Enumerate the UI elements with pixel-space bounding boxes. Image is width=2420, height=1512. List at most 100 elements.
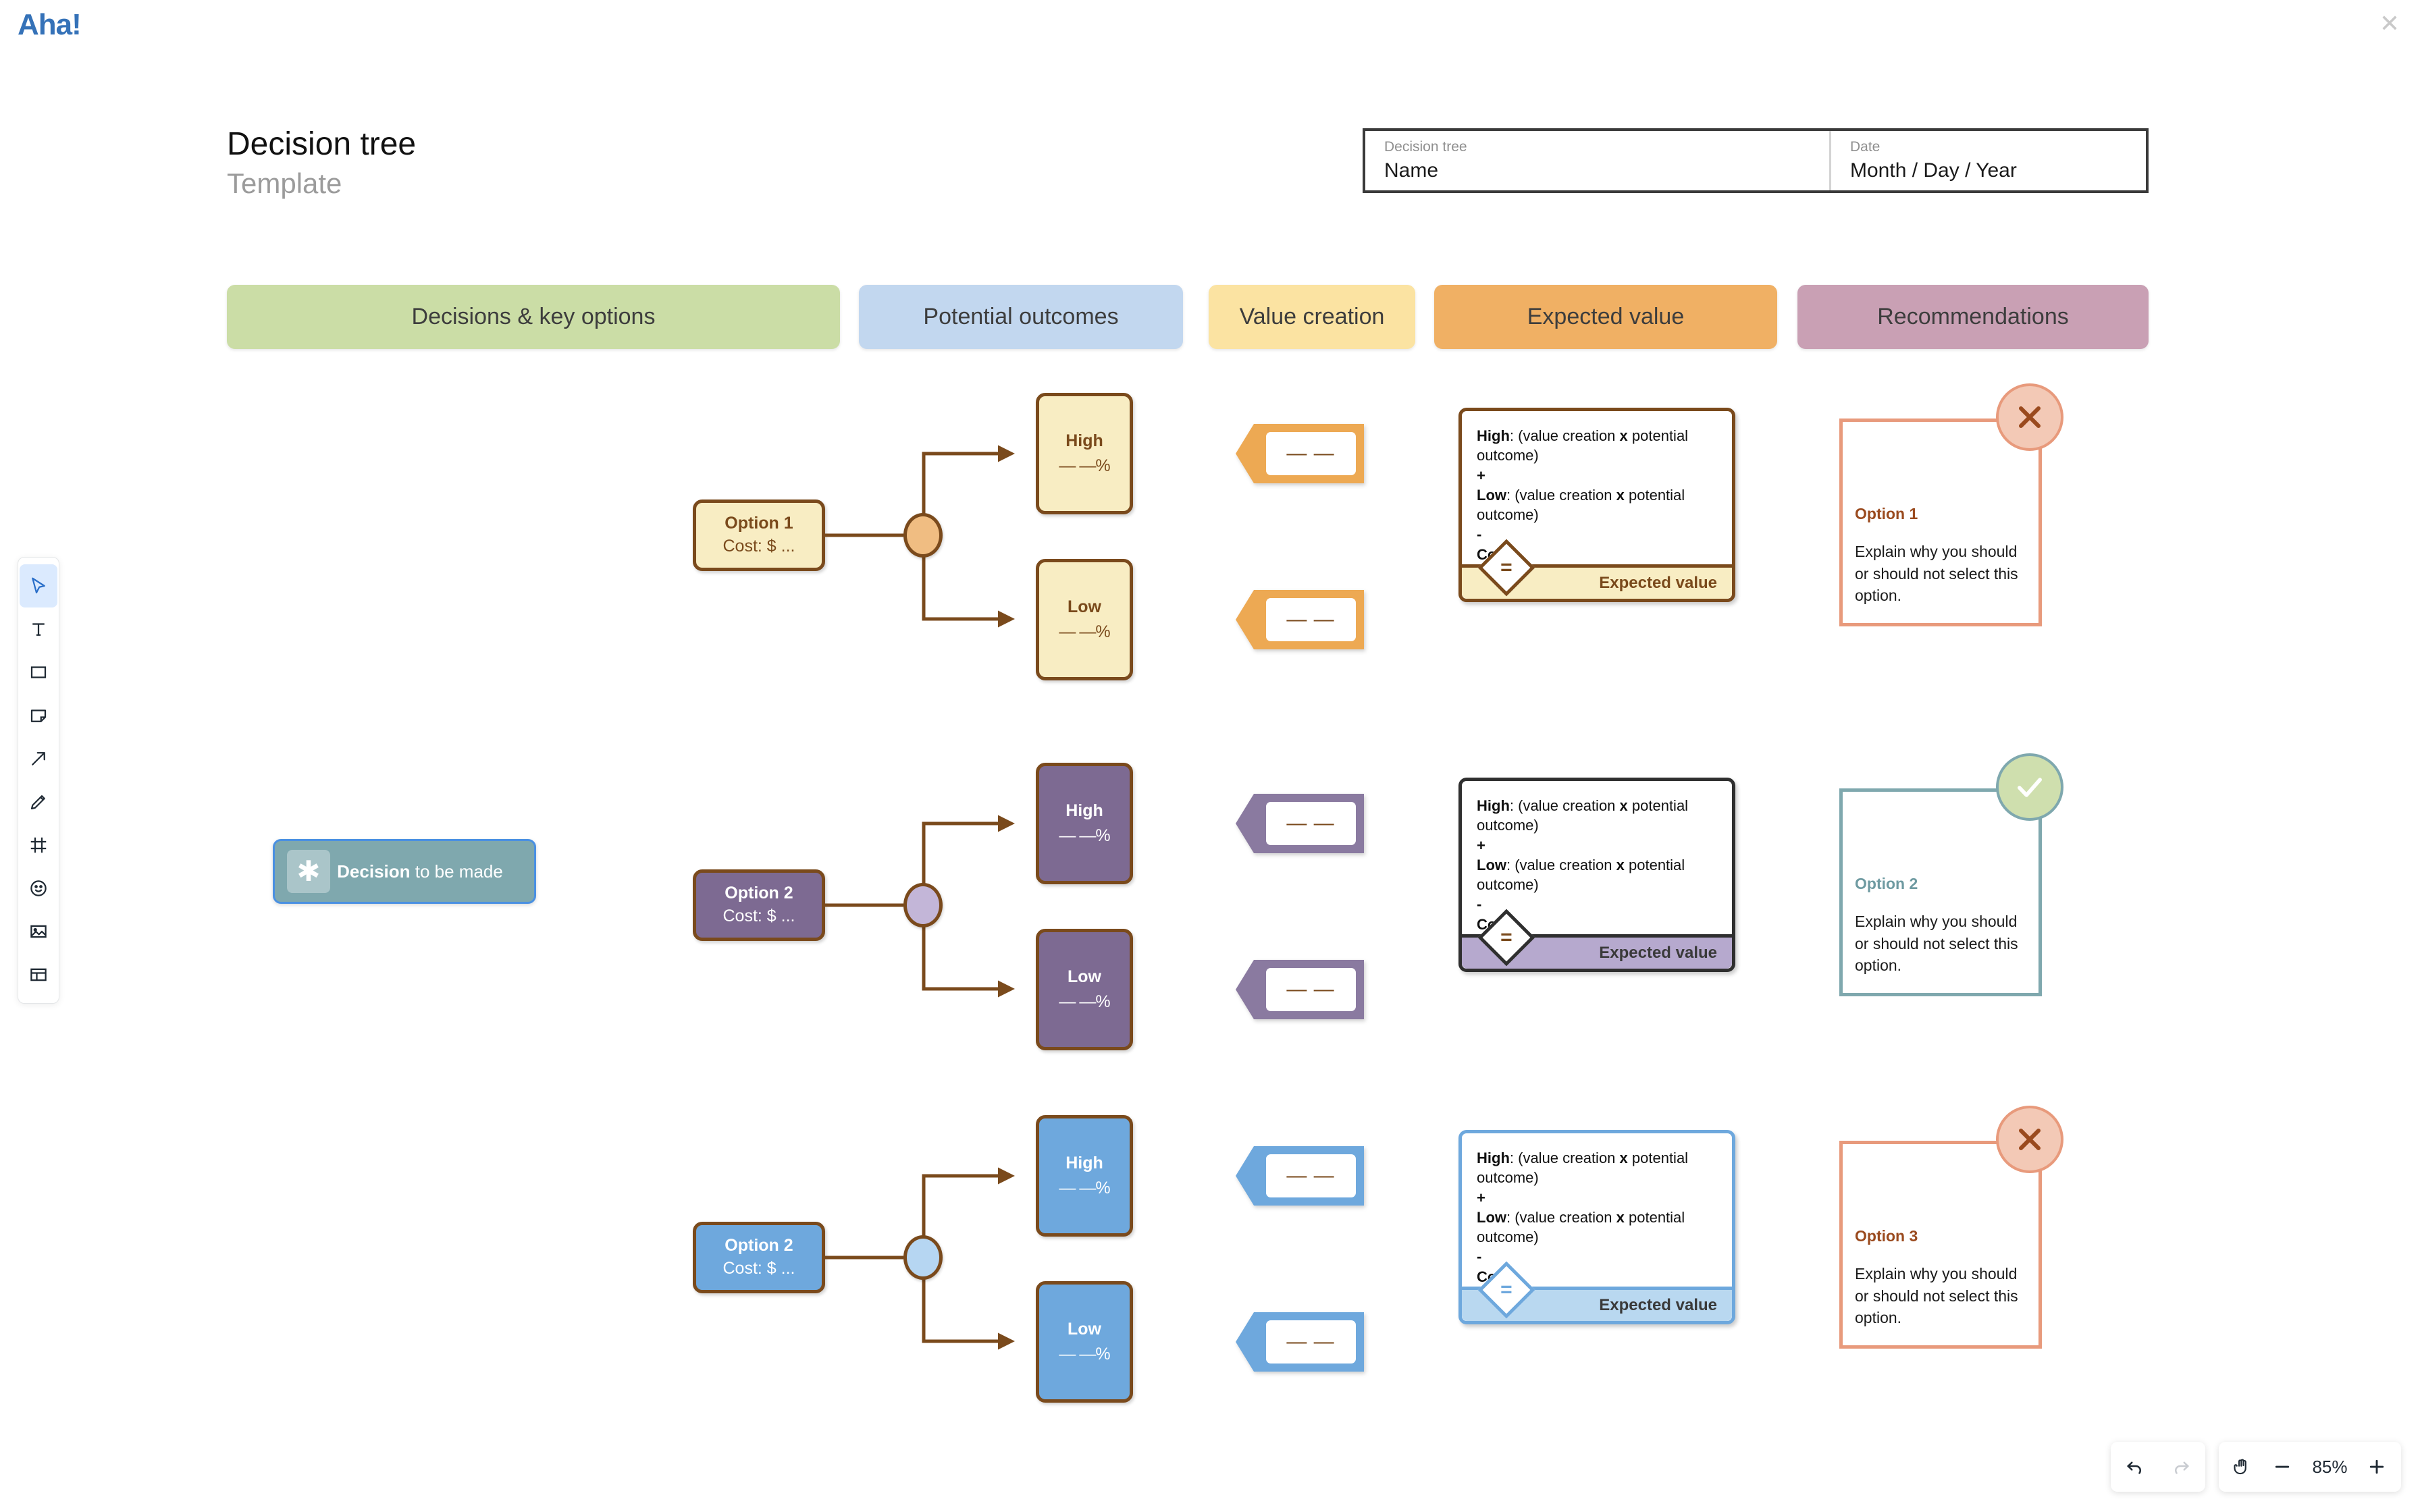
info-name-value: Name [1384,159,1439,182]
hand-icon[interactable] [2232,1457,2253,1477]
aha-logo: Aha! [18,8,82,41]
arrow-inner [1263,595,1359,645]
formula-minus: - [1477,1248,1482,1266]
expected-value-label: Expected value [1599,573,1717,592]
column-header-label: Recommendations [1877,304,2069,329]
branch-connectors [824,1167,1015,1350]
x-icon[interactable] [1996,383,2063,451]
outcome-box-low[interactable]: Low — —% [1036,559,1133,680]
column-header-0[interactable]: Decisions & key options [227,285,840,349]
option-cost: Cost: $ ... [722,907,795,925]
outcome-value: — —% [1059,1179,1110,1197]
x-icon[interactable] [1996,1106,2063,1173]
outcome-box-high[interactable]: High— —% [1036,393,1133,514]
expected-value-card[interactable]: High: (value creation x potential outcom… [1458,408,1735,602]
formula-high: High: (value creation x potential outcom… [1477,427,1689,464]
outcome-box-high[interactable]: High— —% [1036,763,1133,884]
option-box[interactable]: Option 2 Cost: $ ... [693,1222,825,1293]
value-creation-arrow[interactable]: — — [1236,1312,1364,1372]
smiley-tool[interactable] [20,867,57,910]
option-title: Option 2 [725,884,793,903]
chance-node[interactable] [903,883,943,927]
formula-low: Low: (value creation x potential outcome… [1477,1208,1685,1245]
arrow-inner [1263,1317,1359,1367]
branch-connectors [824,815,1015,998]
outcome-box-high[interactable]: High— —% [1036,1115,1133,1237]
outcome-label: Low [1068,967,1101,986]
value-creation-arrow[interactable]: — — [1236,794,1364,853]
decision-chip-rest: to be made [410,861,503,882]
outcome-box-low[interactable]: Low— —% [1036,1281,1133,1403]
value-creation-value: — — [1286,1330,1335,1353]
undo-redo-group [2111,1442,2205,1492]
info-name-cell[interactable]: Decision tree Name [1365,131,1831,190]
sticky-note-tool[interactable] [20,694,57,737]
formula-low: Low: (value creation x potential outcome… [1477,486,1685,523]
formula-minus: - [1477,896,1482,913]
formula-plus: + [1477,1189,1485,1206]
column-header-label: Potential outcomes [923,304,1119,329]
asterisk-icon: ✱ [287,850,330,893]
text-tool[interactable] [20,608,57,651]
option-box[interactable]: Option 2 Cost: $ ... [693,869,825,941]
outcome-box-low[interactable]: Low— —% [1036,929,1133,1050]
zoom-out-icon[interactable] [2272,1457,2292,1477]
decision-chip-label: Decision to be made [330,861,522,882]
expected-value-footer: =Expected value [1462,909,1732,969]
value-creation-arrow[interactable]: — — [1236,424,1364,483]
value-creation-value: — — [1286,442,1335,464]
image-tool[interactable] [20,910,57,953]
recommendation-title: Option 3 [1855,1227,1918,1245]
option-cost: Cost: $ ... [722,1259,795,1278]
info-date-value: Month / Day / Year [1850,159,2017,182]
expected-value-formula: High: (value creation x potential outcom… [1462,411,1732,564]
option-title: Option 2 [725,1236,793,1256]
value-creation-arrow[interactable]: — — [1236,1146,1364,1206]
expected-value-card[interactable]: High: (value creation x potential outcom… [1458,1130,1735,1324]
chance-node[interactable] [903,513,943,558]
decision-to-be-made-chip[interactable]: ✱ Decision to be made [273,839,536,904]
undo-icon[interactable] [2124,1457,2145,1477]
info-box: Decision tree Name Date Month / Day / Ye… [1363,128,2149,193]
outcome-label: Low [1068,597,1101,616]
select-tool[interactable] [20,564,57,608]
page-title: Decision tree [227,126,417,162]
layout-tool[interactable] [20,953,57,996]
value-creation-arrow[interactable]: — — [1236,960,1364,1019]
frame-tool[interactable] [20,824,57,867]
redo-icon[interactable] [2172,1457,2192,1477]
rectangle-tool[interactable] [20,651,57,694]
arrow-tool[interactable] [20,737,57,780]
value-creation-value: — — [1286,978,1335,1000]
formula-high: High: (value creation x potential outcom… [1477,1150,1689,1187]
chance-node[interactable] [903,1235,943,1280]
decision-row: Option 2 Cost: $ ... High— —% Low— —% — — — —… [0,748,2420,1050]
column-header-4[interactable]: Recommendations [1797,285,2149,349]
column-header-3[interactable]: Expected value [1434,285,1777,349]
value-creation-arrow[interactable]: — — [1236,590,1364,649]
formula-low: Low: (value creation x potential outcome… [1477,856,1685,893]
zoom-in-icon[interactable] [2367,1457,2387,1477]
pencil-tool[interactable] [20,780,57,824]
value-creation-value: — — [1286,812,1335,834]
close-icon[interactable]: ✕ [2379,9,2400,37]
outcome-label: High [1066,431,1103,450]
option-title: Option 1 [725,514,793,533]
outcome-label: Low [1068,1319,1101,1339]
check-icon[interactable] [1996,753,2063,821]
page-subtitle: Template [227,167,342,199]
column-header-label: Decisions & key options [411,304,656,329]
expected-value-card[interactable]: High: (value creation x potential outcom… [1458,778,1735,972]
column-header-2[interactable]: Value creation [1209,285,1415,349]
info-date-cell[interactable]: Date Month / Day / Year [1831,131,2146,190]
formula-plus: + [1477,836,1485,854]
column-header-1[interactable]: Potential outcomes [859,285,1183,349]
expected-value-footer: =Expected value [1462,539,1732,599]
outcome-value: — —% [1059,622,1110,641]
decision-chip-bold: Decision [337,861,411,882]
